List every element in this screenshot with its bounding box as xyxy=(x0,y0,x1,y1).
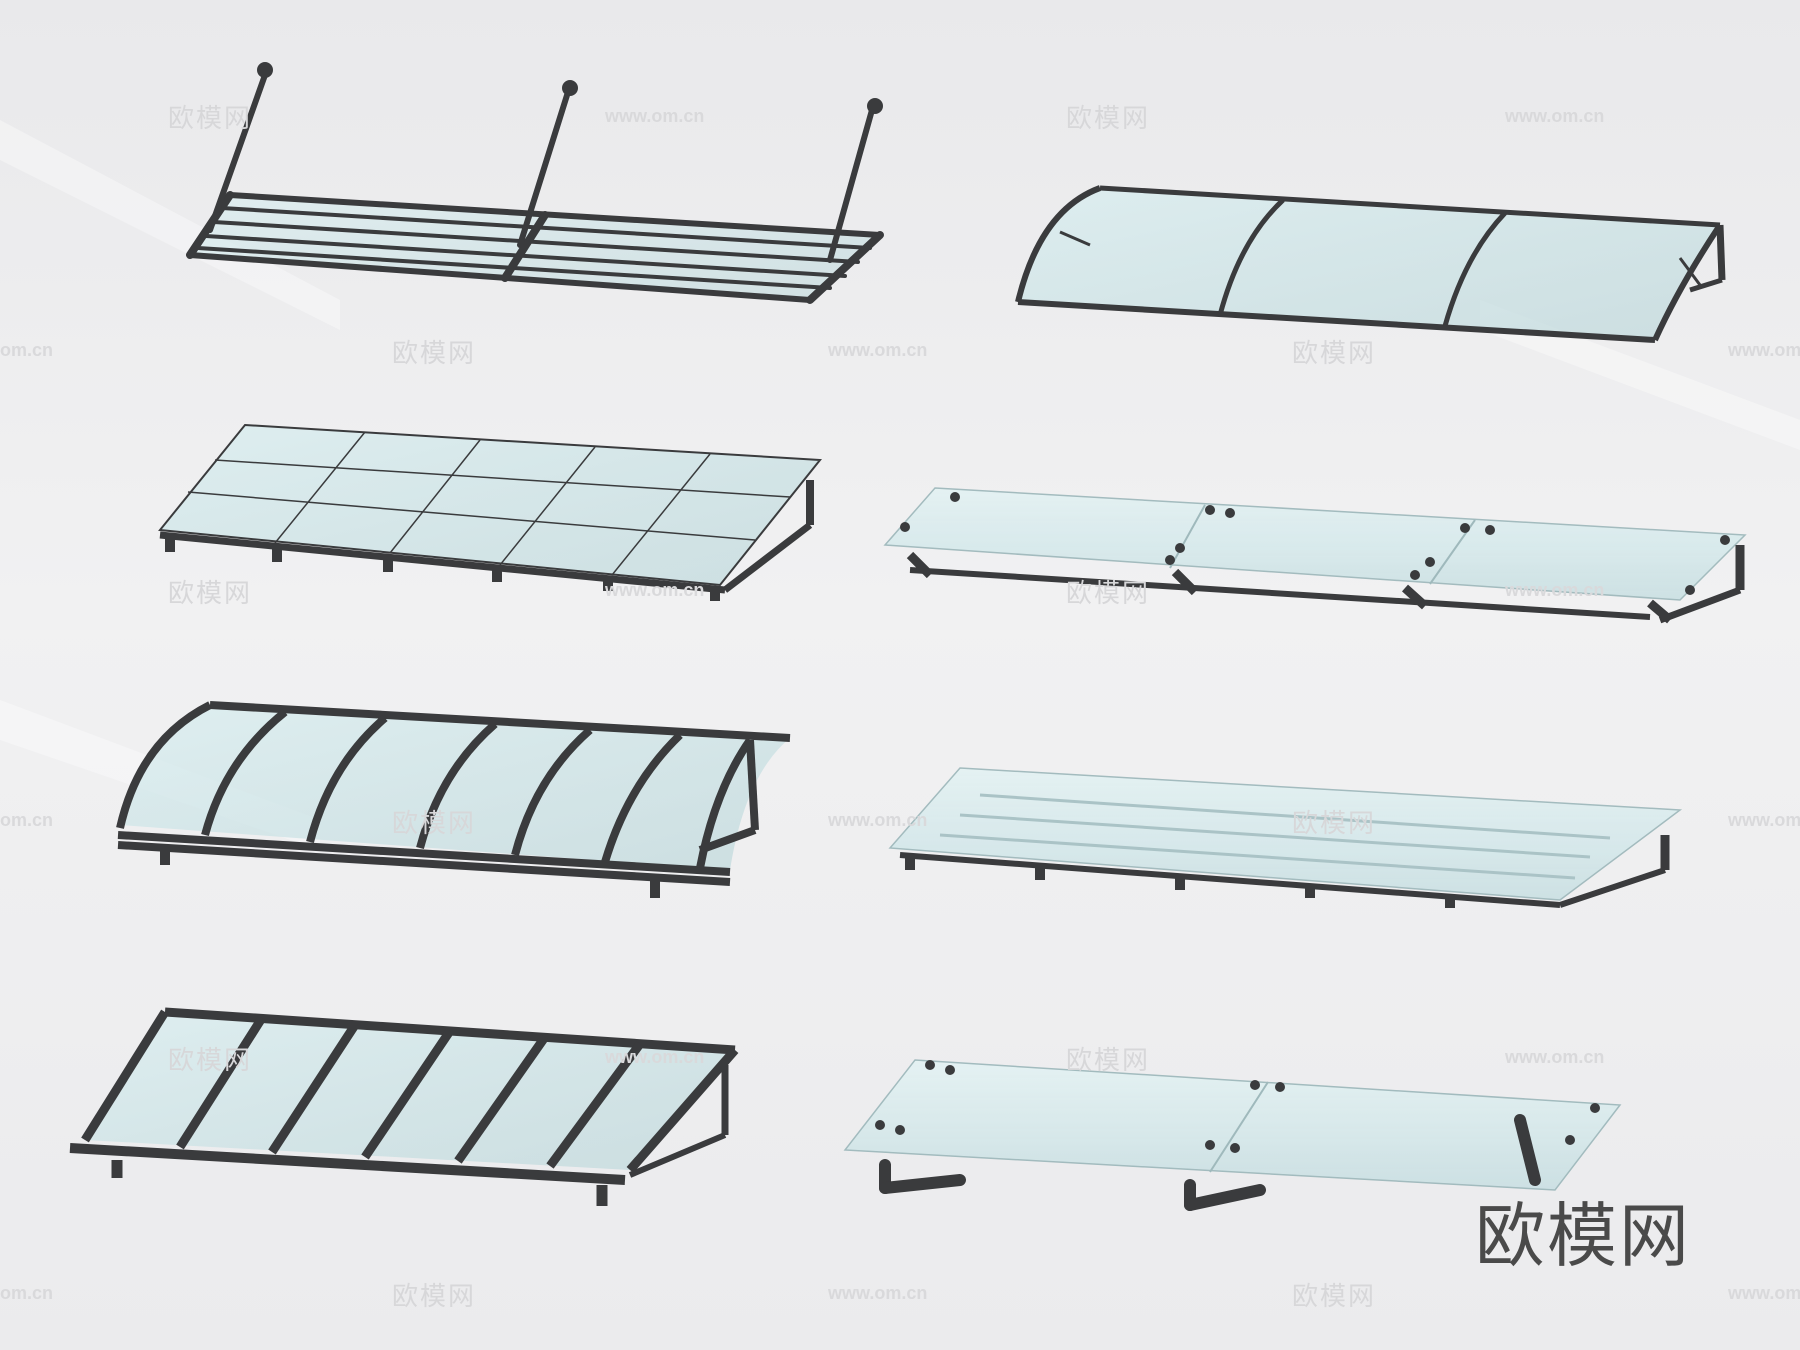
watermark-url: www.om.cn xyxy=(828,810,928,830)
watermark-brand: 欧模网 xyxy=(1292,809,1377,839)
awning-sloped-frame xyxy=(69,1007,739,1206)
watermark-url: www.om.cn xyxy=(1505,106,1605,126)
awning-curved-three-panel xyxy=(1015,185,1726,343)
awning-glass-bracket-three-panel xyxy=(883,487,1747,624)
watermark-url: www.om.cn xyxy=(1505,1047,1605,1067)
watermark-url-partial: om.cn xyxy=(0,810,54,830)
watermark-url: www.om.cn xyxy=(1728,340,1800,360)
watermark-brand: 欧模网 xyxy=(168,1046,253,1076)
watermark-url: www.om.cn xyxy=(1728,1283,1800,1303)
watermark-url: www.om.cn xyxy=(828,340,928,360)
watermark-url-partial: om.cn xyxy=(0,340,54,360)
watermark-brand: 欧模网 xyxy=(168,579,253,609)
awning-flat-grid xyxy=(158,423,822,601)
watermark-brand: 欧模网 xyxy=(1292,1282,1377,1312)
awning-flat-beam xyxy=(888,767,1683,908)
awning-rod-supported xyxy=(186,62,884,304)
watermark-brand: 欧模网 xyxy=(392,809,477,839)
watermark-brand: 欧模网 xyxy=(1292,339,1377,369)
watermark-brand-large: 欧模网 xyxy=(1475,1195,1691,1277)
watermark-brand: 欧模网 xyxy=(1066,104,1151,134)
watermark-url: www.om.cn xyxy=(828,1283,928,1303)
watermark-brand: 欧模网 xyxy=(392,339,477,369)
awning-curved-ribbed xyxy=(116,701,791,898)
watermark-brand: 欧模网 xyxy=(1066,579,1151,609)
watermark-brand: 欧模网 xyxy=(168,104,253,134)
watermark-url-partial: om.cn xyxy=(0,1283,54,1303)
watermark-url: www.om.cn xyxy=(1505,580,1605,600)
watermark-brand: 欧模网 xyxy=(392,1282,477,1312)
watermark-url: www.om.cn xyxy=(605,106,705,126)
awning-glass-bracket-two-panel xyxy=(843,1059,1622,1211)
watermark-url: www.om.cn xyxy=(605,1047,705,1067)
watermark-url: www.om.cn xyxy=(1728,810,1800,830)
watermark-brand: 欧模网 xyxy=(1066,1046,1151,1076)
watermark-url: www.om.cn xyxy=(605,580,705,600)
